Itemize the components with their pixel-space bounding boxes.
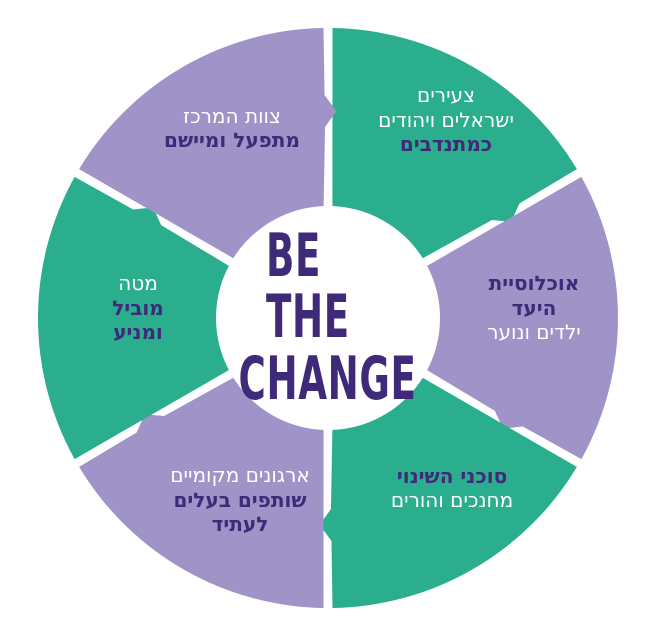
segment-label-line: ילדים ונוער [487,320,581,345]
center-circle [216,206,440,430]
segment-label-line: צוות המרכז [183,103,281,128]
segment-label-line: אוכלוסיית [488,271,580,296]
center-title-line-2: CHANGE [238,343,418,414]
segment-label-line: שותפים בעלים [173,487,307,512]
segment-local-organizations [79,376,324,608]
segment-center-team [79,28,337,260]
segment-label-line: מטה [118,271,158,296]
segment-label-line: מוביל [112,295,164,320]
segment-change-agents [319,376,577,608]
segment-label-line: ישראלים ויהודים [378,107,514,132]
segment-label-line: מתפעל ומיישם [164,128,300,152]
center-title-line-1: BE THE [266,221,350,353]
segment-label-line: מחנכים והורים [390,488,514,512]
center-title: BE THE CHANGE [228,218,428,418]
segment-label-line: לעתיד [211,512,269,537]
segment-volunteers [332,28,577,260]
segment-label-line: ארגונים מקומיים [170,463,310,488]
segment-leading-hq [37,176,231,460]
segment-label-line: סוכני השינוי [396,463,508,488]
segment-label-line: ומניע [113,320,163,345]
segment-target-population [425,176,619,460]
segment-label-line: כמתנדבים [399,132,493,157]
segment-label-line: היעד [511,295,557,320]
segment-label-line: צעירים [417,83,475,108]
